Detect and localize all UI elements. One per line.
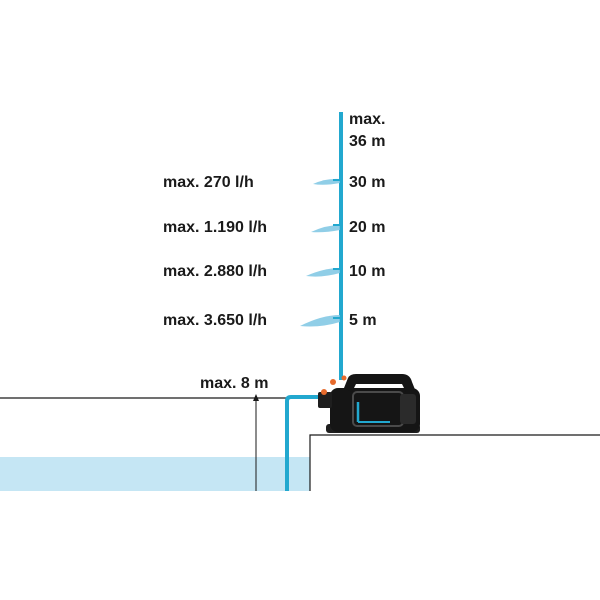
- height-max-label-line2: 36 m: [349, 133, 385, 150]
- suction-depth-arrow: [253, 394, 259, 401]
- water-spray-icon: [311, 225, 340, 233]
- water-spray-icon: [300, 315, 340, 327]
- garden-pump-icon: [318, 374, 420, 433]
- level-markers: 30 m max. 270 l/h 20 m max. 1.190 l/h 10 m ma…: [163, 174, 385, 329]
- height-max-label-line1: max.: [349, 111, 385, 128]
- height-label: 30 m: [349, 174, 385, 191]
- suction-depth-label: max. 8 m: [200, 375, 268, 392]
- water-spray-icon: [306, 268, 340, 277]
- flow-rate-label: max. 2.880 l/h: [163, 263, 267, 280]
- flow-rate-label: max. 1.190 l/h: [163, 219, 267, 236]
- flow-rate-label: max. 270 l/h: [163, 174, 254, 191]
- flow-rate-label: max. 3.650 l/h: [163, 312, 267, 329]
- height-label: 10 m: [349, 263, 385, 280]
- water-surface: [0, 457, 310, 491]
- height-label: 20 m: [349, 219, 385, 236]
- right-ground-line: [309, 434, 600, 491]
- suction-pipe: [285, 395, 330, 491]
- height-label: 5 m: [349, 312, 377, 329]
